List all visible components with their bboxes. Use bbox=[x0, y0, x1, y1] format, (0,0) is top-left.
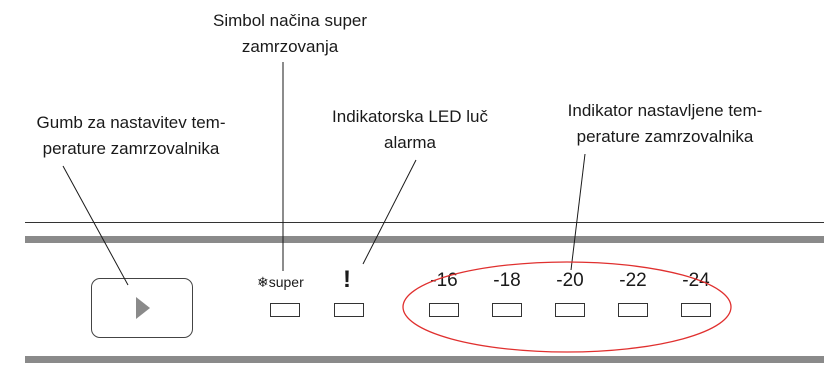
temp-label-18: -18 bbox=[493, 270, 521, 291]
super-mode-label: ❄super bbox=[257, 274, 304, 290]
leader-line-alarm bbox=[362, 159, 417, 265]
temp-led-20 bbox=[555, 303, 585, 317]
callout-alarm-led: Indikatorska LED luč alarma bbox=[332, 107, 488, 152]
temperature-highlight-ellipse bbox=[402, 261, 732, 353]
temperature-set-button[interactable] bbox=[91, 278, 193, 338]
panel-bottom-bar bbox=[25, 356, 824, 363]
panel-top-edge bbox=[25, 222, 824, 223]
callout-super-mode-symbol: Simbol načina super zamrzovanja bbox=[212, 11, 368, 56]
callout-temperature-indicator: Indikator nastavljene tem- perature zamr… bbox=[567, 101, 763, 146]
alarm-icon: ! bbox=[343, 266, 351, 293]
play-arrow-icon bbox=[136, 297, 150, 319]
leader-line-button bbox=[62, 165, 129, 286]
temp-led-16 bbox=[429, 303, 459, 317]
temp-led-22 bbox=[618, 303, 648, 317]
temp-label-20: -20 bbox=[556, 270, 584, 291]
alarm-led bbox=[334, 303, 364, 317]
callout-temperature-button: Gumb za nastavitev tem- perature zamrzov… bbox=[36, 113, 226, 158]
temp-led-18 bbox=[492, 303, 522, 317]
super-mode-led bbox=[270, 303, 300, 317]
temp-label-24: -24 bbox=[682, 270, 710, 291]
temp-label-22: -22 bbox=[619, 270, 647, 291]
temp-led-24 bbox=[681, 303, 711, 317]
panel-top-bar bbox=[25, 236, 824, 243]
leader-line-temp bbox=[570, 153, 586, 271]
